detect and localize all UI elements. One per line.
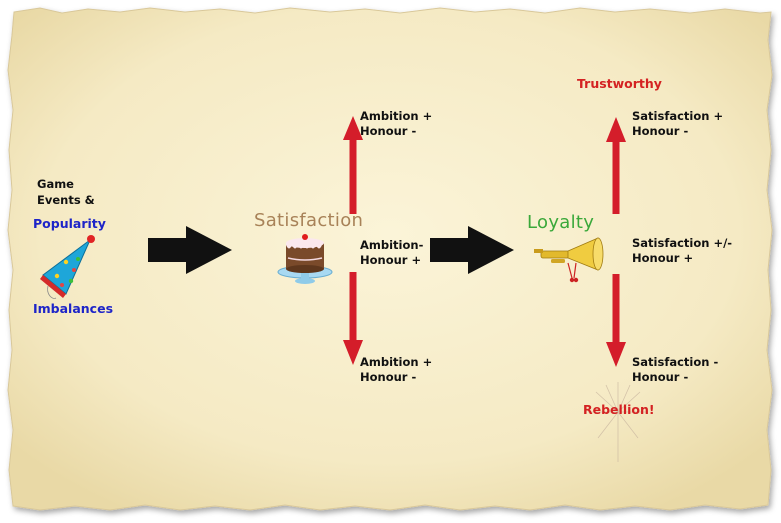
game-events-line-1: Game: [37, 177, 74, 191]
loyalty-down-line-1: Satisfaction -: [632, 355, 719, 369]
loyalty-down-arrow: [606, 274, 626, 367]
loyalty-up-line-2: Honour -: [632, 124, 689, 138]
satisfaction-up-line-2: Honour -: [360, 124, 417, 138]
satisfaction-mid-line-2: Honour +: [360, 253, 422, 267]
satisfaction-mid-line-1: Ambition-: [360, 238, 424, 252]
arrow-to-satisfaction: [148, 226, 232, 274]
loyalty-up-arrow: [606, 117, 626, 214]
game-events-line-2: Events &: [37, 193, 95, 207]
paper-background: [7, 7, 773, 511]
satisfaction-title: Satisfaction: [254, 210, 364, 231]
cake-icon: [277, 234, 333, 284]
satisfaction-up-arrow: [343, 116, 363, 214]
firework-icon: [588, 382, 648, 462]
arrow-to-loyalty: [430, 226, 514, 274]
party-hat-icon: [40, 235, 95, 299]
imbalances-label: Imbalances: [33, 301, 114, 316]
popularity-label: Popularity: [33, 216, 106, 231]
loyalty-up-line-1: Satisfaction +: [632, 109, 724, 123]
satisfaction-down-line-1: Ambition +: [360, 355, 433, 369]
satisfaction-down-arrow: [343, 272, 363, 365]
rebellion-label: Rebellion!: [583, 402, 655, 417]
satisfaction-up-line-1: Ambition +: [360, 109, 433, 123]
loyalty-down-line-2: Honour -: [632, 370, 689, 384]
trustworthy-label: Trustworthy: [577, 76, 662, 91]
loyalty-title: Loyalty: [527, 212, 595, 233]
loyalty-mid-line-2: Honour +: [632, 251, 694, 265]
satisfaction-down-line-2: Honour -: [360, 370, 417, 384]
trumpet-icon: [534, 237, 604, 283]
loyalty-mid-line-1: Satisfaction +/-: [632, 236, 733, 250]
